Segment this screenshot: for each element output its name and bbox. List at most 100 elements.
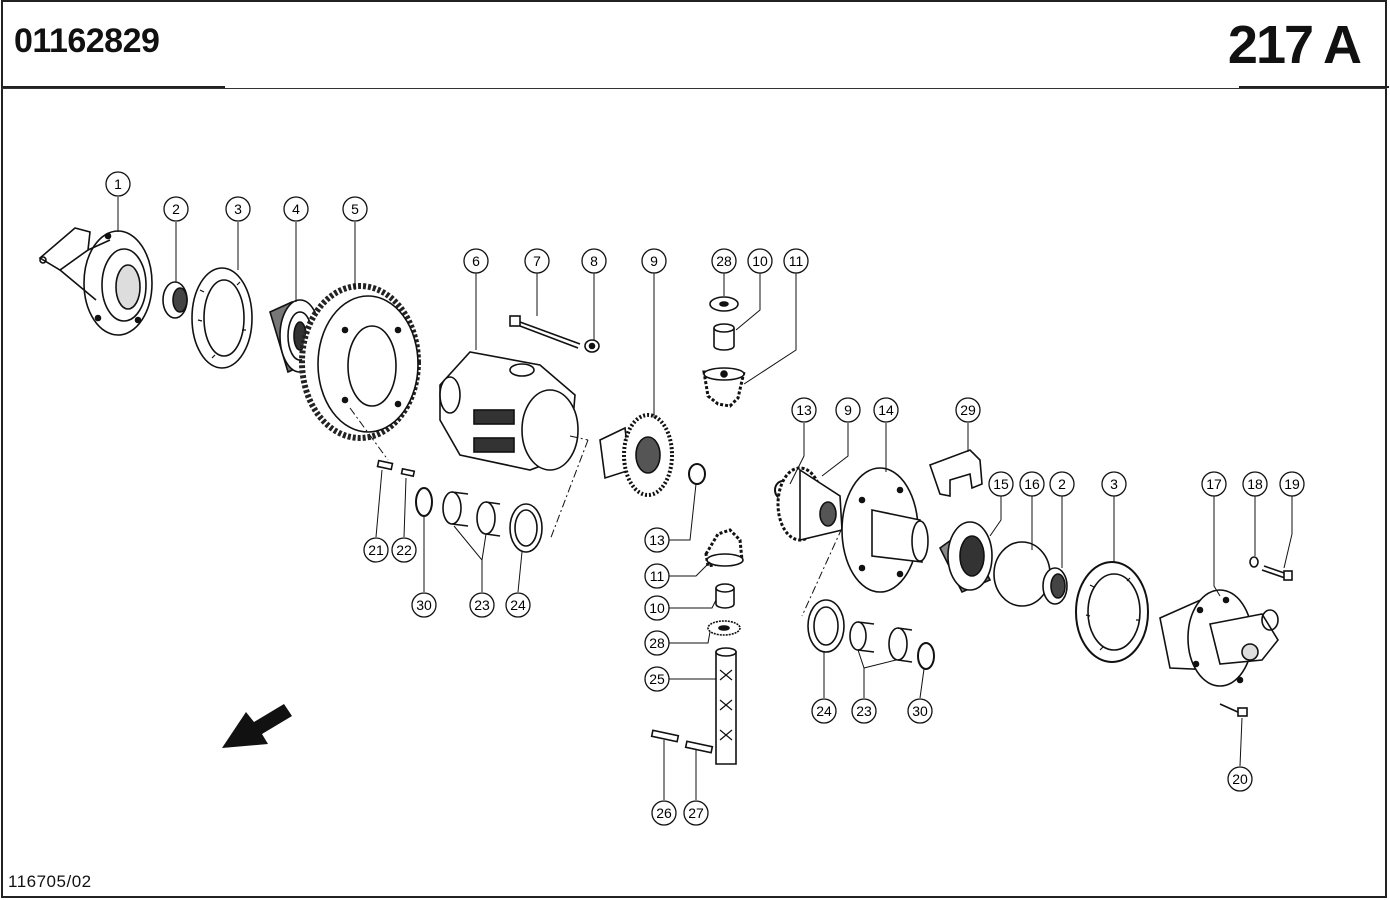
callout-bubbles: 1 2 3 4 5 6 7 8 9 28 10 11 13 9 14 29 15… [105,171,1305,826]
part-18-washer [1249,556,1259,568]
part-17-flange-housing-right [1159,589,1279,687]
part-24-thrust-washer-right [807,599,845,653]
svg-text:19: 19 [1284,476,1300,492]
part-30-ring-left [415,487,433,517]
svg-text:23: 23 [856,703,872,719]
svg-text:24: 24 [510,597,526,613]
svg-text:6: 6 [472,253,480,269]
svg-text:8: 8 [590,253,598,269]
callout-11: 11 [644,563,670,589]
part-2-seal-ring-left [162,281,188,319]
part-23-bushing-right [849,621,913,663]
callout-10: 10 [747,248,773,274]
svg-text:29: 29 [960,402,976,418]
part-21-pin [376,459,394,471]
svg-text:11: 11 [789,253,804,269]
part-6-differential-case [439,351,579,471]
callout-20: 20 [1227,766,1253,792]
svg-text:24: 24 [816,703,832,719]
part-26-pin [650,729,680,743]
part-15-roller-bearing-right [938,521,993,594]
svg-text:22: 22 [396,542,412,558]
part-16-shim-ring [993,541,1051,607]
document-number-underline [1,86,225,88]
callout-23: 23 [469,592,495,618]
part-24-thrust-washer-left [509,503,543,553]
svg-text:26: 26 [656,805,672,821]
drawing-reference: 116705/02 [8,872,92,891]
callout-18: 18 [1242,471,1268,497]
callout-14: 14 [873,397,899,423]
svg-text:4: 4 [292,201,300,217]
callout-9: 9 [641,248,667,274]
svg-text:20: 20 [1232,771,1248,787]
callout-9: 9 [835,397,861,423]
part-2-seal-ring-right [1042,567,1068,605]
callout-24: 24 [505,592,531,618]
callout-29: 29 [955,397,981,423]
part-5-ring-gear [299,283,421,441]
leader-lines [117,197,1293,800]
callout-13: 13 [644,527,670,553]
svg-text:30: 30 [912,703,928,719]
callout-3: 3 [1101,471,1127,497]
part-28-thrust-washer-lower [707,620,741,636]
callout-2: 2 [1049,471,1075,497]
callout-19: 19 [1279,471,1305,497]
part-27-pin [684,740,714,754]
callout-25: 25 [644,666,670,692]
callout-22: 22 [391,537,417,563]
svg-text:11: 11 [650,568,665,584]
part-11-pinion-upper [702,367,746,408]
svg-text:1: 1 [114,176,122,192]
svg-text:3: 3 [1110,476,1118,492]
part-11-pinion-lower [704,528,744,568]
callout-24: 24 [811,698,837,724]
callout-30: 30 [907,698,933,724]
svg-text:3: 3 [234,201,242,217]
page-code-underline [1239,86,1389,88]
part-10-bushing-lower [715,583,735,609]
callout-16: 16 [1019,471,1045,497]
svg-text:17: 17 [1206,476,1222,492]
callout-26: 26 [651,800,677,826]
callout-15: 15 [988,471,1014,497]
svg-text:9: 9 [844,402,852,418]
part-19-screw [1261,565,1293,581]
part-23-bushing-left [442,491,501,537]
callout-23: 23 [851,698,877,724]
callout-1: 1 [105,171,131,197]
part-14-case-half [841,467,929,593]
callout-28: 28 [711,248,737,274]
svg-text:13: 13 [796,402,812,418]
svg-text:2: 2 [1058,476,1066,492]
svg-text:23: 23 [474,597,490,613]
part-22-pin [400,467,416,478]
svg-text:13: 13 [649,532,665,548]
svg-text:18: 18 [1247,476,1263,492]
callout-10: 10 [644,595,670,621]
callout-17: 17 [1201,471,1227,497]
svg-text:7: 7 [533,253,541,269]
svg-text:28: 28 [716,253,732,269]
svg-text:5: 5 [351,201,359,217]
callout-27: 27 [683,800,709,826]
svg-text:10: 10 [752,253,768,269]
part-29-bracket [928,449,983,497]
callout-8: 8 [581,248,607,274]
part-10-bushing-upper [713,323,735,351]
callout-30: 30 [411,592,437,618]
part-30-ring-right [917,642,935,670]
direction-arrow-icon [222,704,292,748]
svg-text:28: 28 [649,635,665,651]
part-20-screw [1219,703,1248,717]
callout-6: 6 [463,248,489,274]
callout-13: 13 [791,397,817,423]
part-3-gasket-left [191,267,253,369]
callout-3: 3 [225,196,251,222]
part-9-side-gear-left [599,413,674,497]
svg-text:15: 15 [993,476,1009,492]
